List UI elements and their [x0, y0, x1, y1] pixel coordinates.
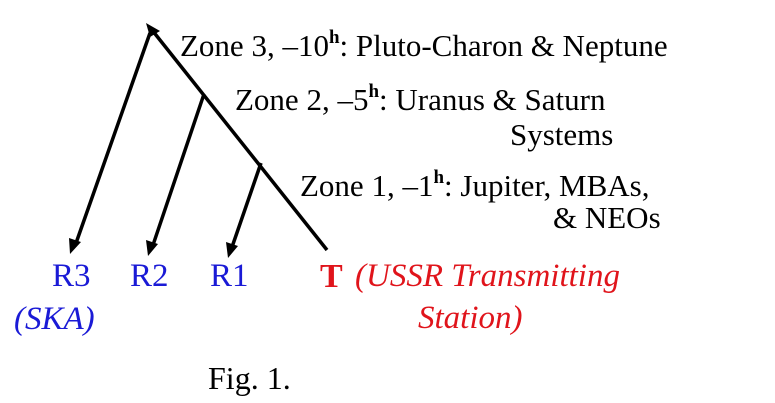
- zone-1-label-line2: & NEOs: [553, 200, 661, 235]
- transmitter-label: T: [320, 258, 343, 295]
- transmitter-desc-line1: (USSR Transmitting: [355, 258, 620, 294]
- zone-1-label: Zone 1, –1h: Jupiter, MBAs,: [300, 167, 650, 203]
- zone-1-suffix: : Jupiter, MBAs,: [444, 168, 650, 203]
- zone-1-hours-sup: h: [433, 167, 445, 188]
- receiver-r1-label: R1: [210, 258, 249, 294]
- zone-2-label-line2: Systems: [510, 117, 614, 152]
- zone-3-suffix: : Pluto-Charon & Neptune: [339, 28, 668, 63]
- transmitter-desc-line2: Station): [418, 300, 523, 336]
- uplink-line: [150, 28, 329, 252]
- downlink-r2-arrowhead: [146, 240, 158, 256]
- downlink-r1-line: [229, 162, 263, 251]
- zone-3-label: Zone 3, –10h: Pluto-Charon & Neptune: [180, 27, 668, 63]
- receiver-r3-label: R3: [52, 258, 91, 294]
- zone-2-label: Zone 2, –5h: Uranus & Saturn: [235, 81, 606, 117]
- zone-2-hours-sup: h: [368, 81, 380, 102]
- zone-3-hours-sup: h: [328, 27, 340, 48]
- downlink-r3-arrowhead: [69, 238, 81, 254]
- zone-2-prefix: Zone 2, –5: [235, 82, 369, 117]
- zone-3-prefix: Zone 3, –10: [180, 28, 329, 63]
- downlink-r3-line: [73, 32, 152, 247]
- receiver-r2-label: R2: [130, 258, 169, 294]
- figure-caption: Fig. 1.: [208, 360, 291, 396]
- receiver-r3-sublabel: (SKA): [14, 301, 95, 337]
- downlink-r2-line: [150, 93, 206, 249]
- downlink-r1-arrowhead: [226, 242, 238, 258]
- zone-1-prefix: Zone 1, –1: [300, 168, 434, 203]
- zone-2-suffix: : Uranus & Saturn: [379, 82, 606, 117]
